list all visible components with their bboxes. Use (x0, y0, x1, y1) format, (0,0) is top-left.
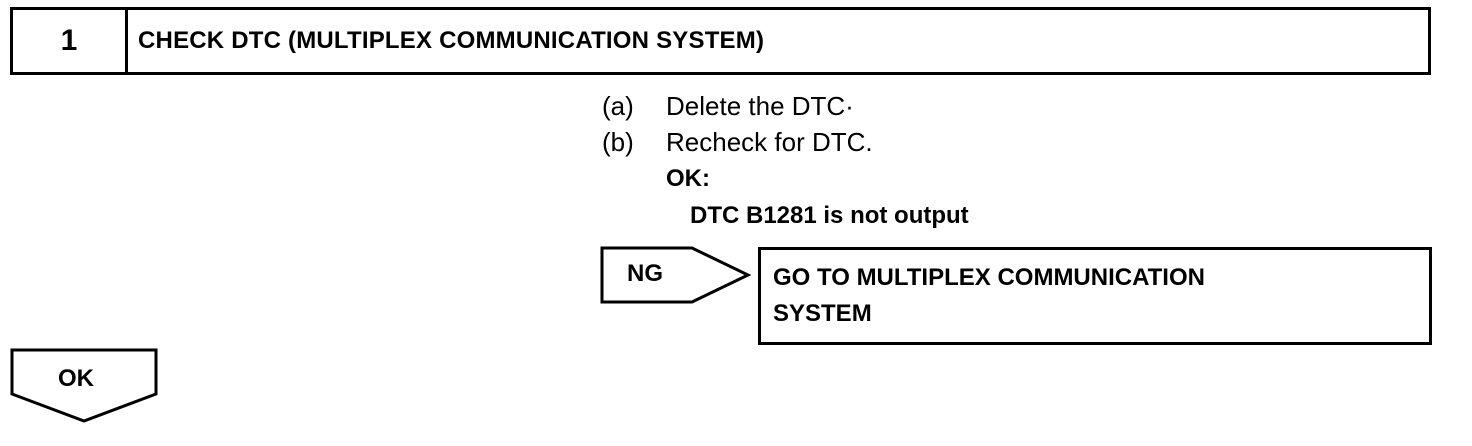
step-number: 1 (13, 10, 128, 72)
ok-result-value: DTC B1281 is not output (690, 202, 969, 229)
instructions-list: (a) Delete the DTC· (b) Recheck for DTC. (602, 88, 873, 160)
step-header: 1 CHECK DTC (MULTIPLEX COMMUNICATION SYS… (10, 7, 1431, 75)
ok-label: OK (58, 365, 94, 392)
ok-arrow-icon (10, 348, 158, 423)
instruction-marker: (b) (602, 127, 634, 157)
ok-result-label: OK: (666, 165, 710, 192)
ng-label: NG (627, 260, 663, 287)
instruction-text: Recheck for DTC. (666, 127, 873, 157)
instruction-text: Delete the DTC· (666, 91, 854, 121)
instruction-marker: (a) (602, 91, 634, 121)
step-title: CHECK DTC (MULTIPLEX COMMUNICATION SYSTE… (138, 27, 765, 54)
ng-action-line: GO TO MULTIPLEX COMMUNICATION (773, 264, 1205, 291)
ng-action-line: SYSTEM (773, 300, 872, 327)
instruction-item: (b) Recheck for DTC. (602, 124, 873, 160)
instruction-item: (a) Delete the DTC· (602, 88, 873, 124)
ng-arrow-icon (600, 246, 752, 304)
ng-action-box: GO TO MULTIPLEX COMMUNICATION SYSTEM (758, 247, 1432, 345)
